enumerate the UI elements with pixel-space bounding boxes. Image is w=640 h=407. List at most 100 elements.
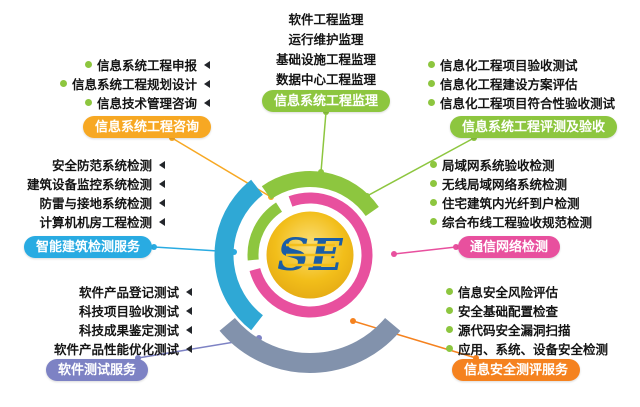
group-network-items: 局域网系统验收检测 无线局域网络系统检测 住宅建筑内光纤到户检测 综合布线工程验… — [430, 155, 635, 231]
bullet-icon — [430, 218, 437, 225]
list-item: 信息化工程项目验收测试 — [428, 55, 638, 74]
arrow-left-icon — [204, 79, 210, 88]
logo-stripes — [286, 243, 335, 267]
arrow-left-icon — [186, 344, 192, 353]
group-building-items: 安全防范系统检测 建筑设备监控系统检测 防雷与接地系统检测 计算机机房工程检测 — [0, 155, 165, 231]
list-item: 综合布线工程验收规范检测 — [430, 212, 635, 231]
list-item: 信息化工程建设方案评估 — [428, 74, 638, 93]
group-evaluation-items: 信息化工程项目验收测试 信息化工程建设方案评估 信息化工程项目符合性验收测试 — [428, 55, 638, 112]
list-item: 安全防范系统检测 — [0, 155, 165, 174]
category-pill-supervision: 信息系统工程监理 — [262, 90, 391, 112]
list-item: 科技项目验收测试 — [22, 301, 192, 320]
arrow-left-icon — [186, 325, 192, 334]
item-label: 防雷与接地系统检测 — [39, 197, 152, 211]
list-item: 计算机机房工程检测 — [0, 212, 165, 231]
bullet-icon — [428, 80, 435, 87]
list-item: 软件产品性能优化测试 — [22, 339, 192, 358]
category-pill-building: 智能建筑检测服务 — [24, 236, 153, 258]
category-pill-evaluation: 信息系统工程评测及验收 — [450, 116, 618, 138]
bullet-icon — [428, 99, 435, 106]
group-consulting-items: 信息系统工程申报 信息系统工程规划设计 信息技术管理咨询 — [55, 55, 210, 112]
bullet-icon — [430, 199, 437, 206]
list-item: 信息系统工程规划设计 — [55, 74, 210, 93]
item-label: 科技项目验收测试 — [78, 305, 179, 319]
list-item: 无线局域网络系统检测 — [430, 174, 635, 193]
list-item: 数据中心工程监理 — [240, 68, 412, 88]
item-label: 软件产品登记测试 — [78, 286, 179, 300]
item-label: 安全防范系统检测 — [51, 159, 152, 173]
list-item: 运行维护监理 — [240, 28, 412, 48]
group-supervision-items: 软件工程监理 运行维护监理 基础设施工程监理 数据中心工程监理 — [240, 8, 412, 88]
item-label: 运行维护监理 — [288, 32, 364, 47]
list-item: 科技成果鉴定测试 — [22, 320, 192, 339]
item-label: 建筑设备监控系统检测 — [26, 178, 152, 192]
group-software-items: 软件产品登记测试 科技项目验收测试 科技成果鉴定测试 软件产品性能优化测试 — [22, 282, 192, 358]
arrow-left-icon — [159, 198, 165, 207]
list-item: 防雷与接地系统检测 — [0, 193, 165, 212]
bullet-icon — [84, 99, 92, 106]
item-label: 应用、系统、设备安全检测 — [458, 343, 609, 357]
list-item: 源代码安全漏洞扫描 — [446, 320, 636, 339]
item-label: 信息安全风险评估 — [458, 286, 559, 300]
list-item: 应用、系统、设备安全检测 — [446, 339, 636, 358]
arrow-left-icon — [204, 98, 210, 107]
list-item: 建筑设备监控系统检测 — [0, 174, 165, 193]
list-item: 信息安全风险评估 — [446, 282, 636, 301]
arc-slate — [192, 137, 428, 373]
bullet-icon — [59, 80, 67, 87]
bullet-icon — [84, 61, 92, 68]
item-label: 信息化工程项目符合性验收测试 — [440, 97, 616, 111]
logo-rings: SE — [192, 137, 428, 373]
item-label: 住宅建筑内光纤到户检测 — [442, 197, 580, 211]
connector-network — [391, 244, 459, 257]
arrow-left-icon — [159, 217, 165, 226]
item-label: 安全基础配置检查 — [458, 305, 559, 319]
arc-pink — [247, 192, 373, 318]
list-item: 基础设施工程监理 — [240, 48, 412, 68]
group-security-items: 信息安全风险评估 安全基础配置检查 源代码安全漏洞扫描 应用、系统、设备安全检测 — [446, 282, 636, 358]
item-label: 软件产品性能优化测试 — [53, 343, 179, 357]
list-item: 软件工程监理 — [240, 8, 412, 28]
bullet-icon — [446, 288, 453, 295]
category-pill-security: 信息安全测评服务 — [452, 359, 581, 381]
list-item: 局域网系统验收检测 — [430, 155, 635, 174]
list-item: 软件产品登记测试 — [22, 282, 192, 301]
arrow-left-icon — [186, 306, 192, 315]
item-label: 信息系统工程申报 — [96, 59, 197, 73]
list-item: 住宅建筑内光纤到户检测 — [430, 193, 635, 212]
category-pill-consulting: 信息系统工程咨询 — [83, 116, 212, 138]
item-label: 基础设施工程监理 — [275, 52, 376, 67]
bullet-icon — [446, 326, 453, 333]
item-label: 软件工程监理 — [288, 12, 364, 27]
list-item: 信息化工程项目符合性验收测试 — [428, 93, 638, 112]
item-label: 综合布线工程验收规范检测 — [442, 216, 593, 230]
arrow-left-icon — [204, 60, 210, 69]
item-label: 源代码安全漏洞扫描 — [458, 324, 571, 338]
item-label: 局域网系统验收检测 — [442, 159, 555, 173]
arc-green-inner — [247, 192, 373, 318]
list-item: 安全基础配置检查 — [446, 301, 636, 320]
center-logo: SE — [192, 137, 430, 388]
category-pill-software: 软件测试服务 — [46, 359, 149, 381]
arc-green-outer — [226, 171, 394, 339]
bullet-icon — [430, 180, 437, 187]
arc-cyan — [214, 159, 406, 351]
item-label: 计算机机房工程检测 — [39, 216, 152, 230]
item-label: 科技成果鉴定测试 — [78, 324, 179, 338]
list-item: 信息系统工程申报 — [55, 55, 210, 74]
item-label: 无线局域网络系统检测 — [442, 178, 568, 192]
bullet-icon — [428, 61, 435, 68]
item-label: 信息化工程项目验收测试 — [440, 59, 578, 73]
list-item: 信息技术管理咨询 — [55, 93, 210, 112]
bullet-icon — [430, 161, 437, 168]
item-label: 信息化工程建设方案评估 — [440, 78, 578, 92]
bullet-icon — [446, 345, 453, 352]
category-pill-network: 通信网络检测 — [458, 236, 561, 258]
arrow-left-icon — [159, 179, 165, 188]
arrow-left-icon — [186, 287, 192, 296]
item-label: 数据中心工程监理 — [275, 72, 376, 87]
bullet-icon — [446, 307, 453, 314]
item-label: 信息系统工程规划设计 — [71, 78, 197, 92]
item-label: 信息技术管理咨询 — [96, 97, 197, 111]
